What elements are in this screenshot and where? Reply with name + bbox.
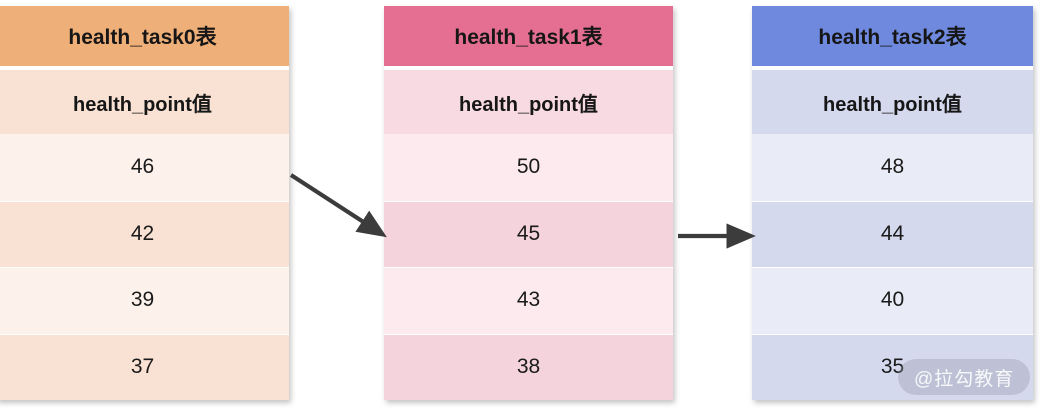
table-body-health-task1: 50 45 43 38 [384, 134, 673, 400]
table-row: 44 [752, 200, 1033, 267]
cell-value: 46 [130, 155, 155, 179]
table-row: 50 [384, 134, 673, 201]
cell-value: 40 [880, 288, 905, 312]
table-row: 37 [0, 333, 289, 400]
cell-value: 38 [516, 354, 541, 378]
table-health-task2: health_task2表 health_point值 48 44 40 35 [752, 6, 1033, 400]
table-health-task0: health_task0表 health_point值 46 42 39 37 [0, 6, 289, 400]
table-title-health-task2: health_task2表 [752, 6, 1033, 66]
cell-value: 44 [880, 221, 905, 245]
cell-value: 48 [880, 155, 905, 179]
cell-value: 43 [516, 288, 541, 312]
column-header-health-task1: health_point值 [384, 70, 673, 134]
table-row: 35 [752, 333, 1033, 400]
table-title-health-task1: health_task1表 [384, 6, 673, 66]
cell-value: 50 [516, 155, 541, 179]
table-row: 38 [384, 333, 673, 400]
table-body-health-task0: 46 42 39 37 [0, 134, 289, 400]
cell-value: 45 [516, 221, 541, 245]
table-row: 42 [0, 200, 289, 267]
table-row: 40 [752, 267, 1033, 334]
table-header-divider-0 [0, 66, 289, 70]
column-header-health-task2: health_point值 [752, 70, 1033, 134]
table-row: 45 [384, 200, 673, 267]
table-body-health-task2: 48 44 40 35 [752, 134, 1033, 400]
table-header-divider-1 [384, 66, 673, 70]
watermark: @拉勾教育 [898, 359, 1031, 395]
table-row: 48 [752, 134, 1033, 201]
column-header-health-task0: health_point值 [0, 70, 289, 134]
cell-value: 42 [130, 221, 155, 245]
table-row: 43 [384, 267, 673, 334]
table-row: 46 [0, 134, 289, 201]
cell-value: 37 [130, 354, 155, 378]
cell-value: 39 [130, 288, 155, 312]
table-row: 39 [0, 267, 289, 334]
arrow-task0-to-task1-icon [289, 173, 387, 238]
table-header-divider-2 [752, 66, 1033, 70]
table-title-health-task0: health_task0表 [0, 6, 289, 66]
cell-value: 35 [880, 354, 905, 378]
table-health-task1: health_task1表 health_point值 50 45 43 38 [384, 6, 673, 400]
